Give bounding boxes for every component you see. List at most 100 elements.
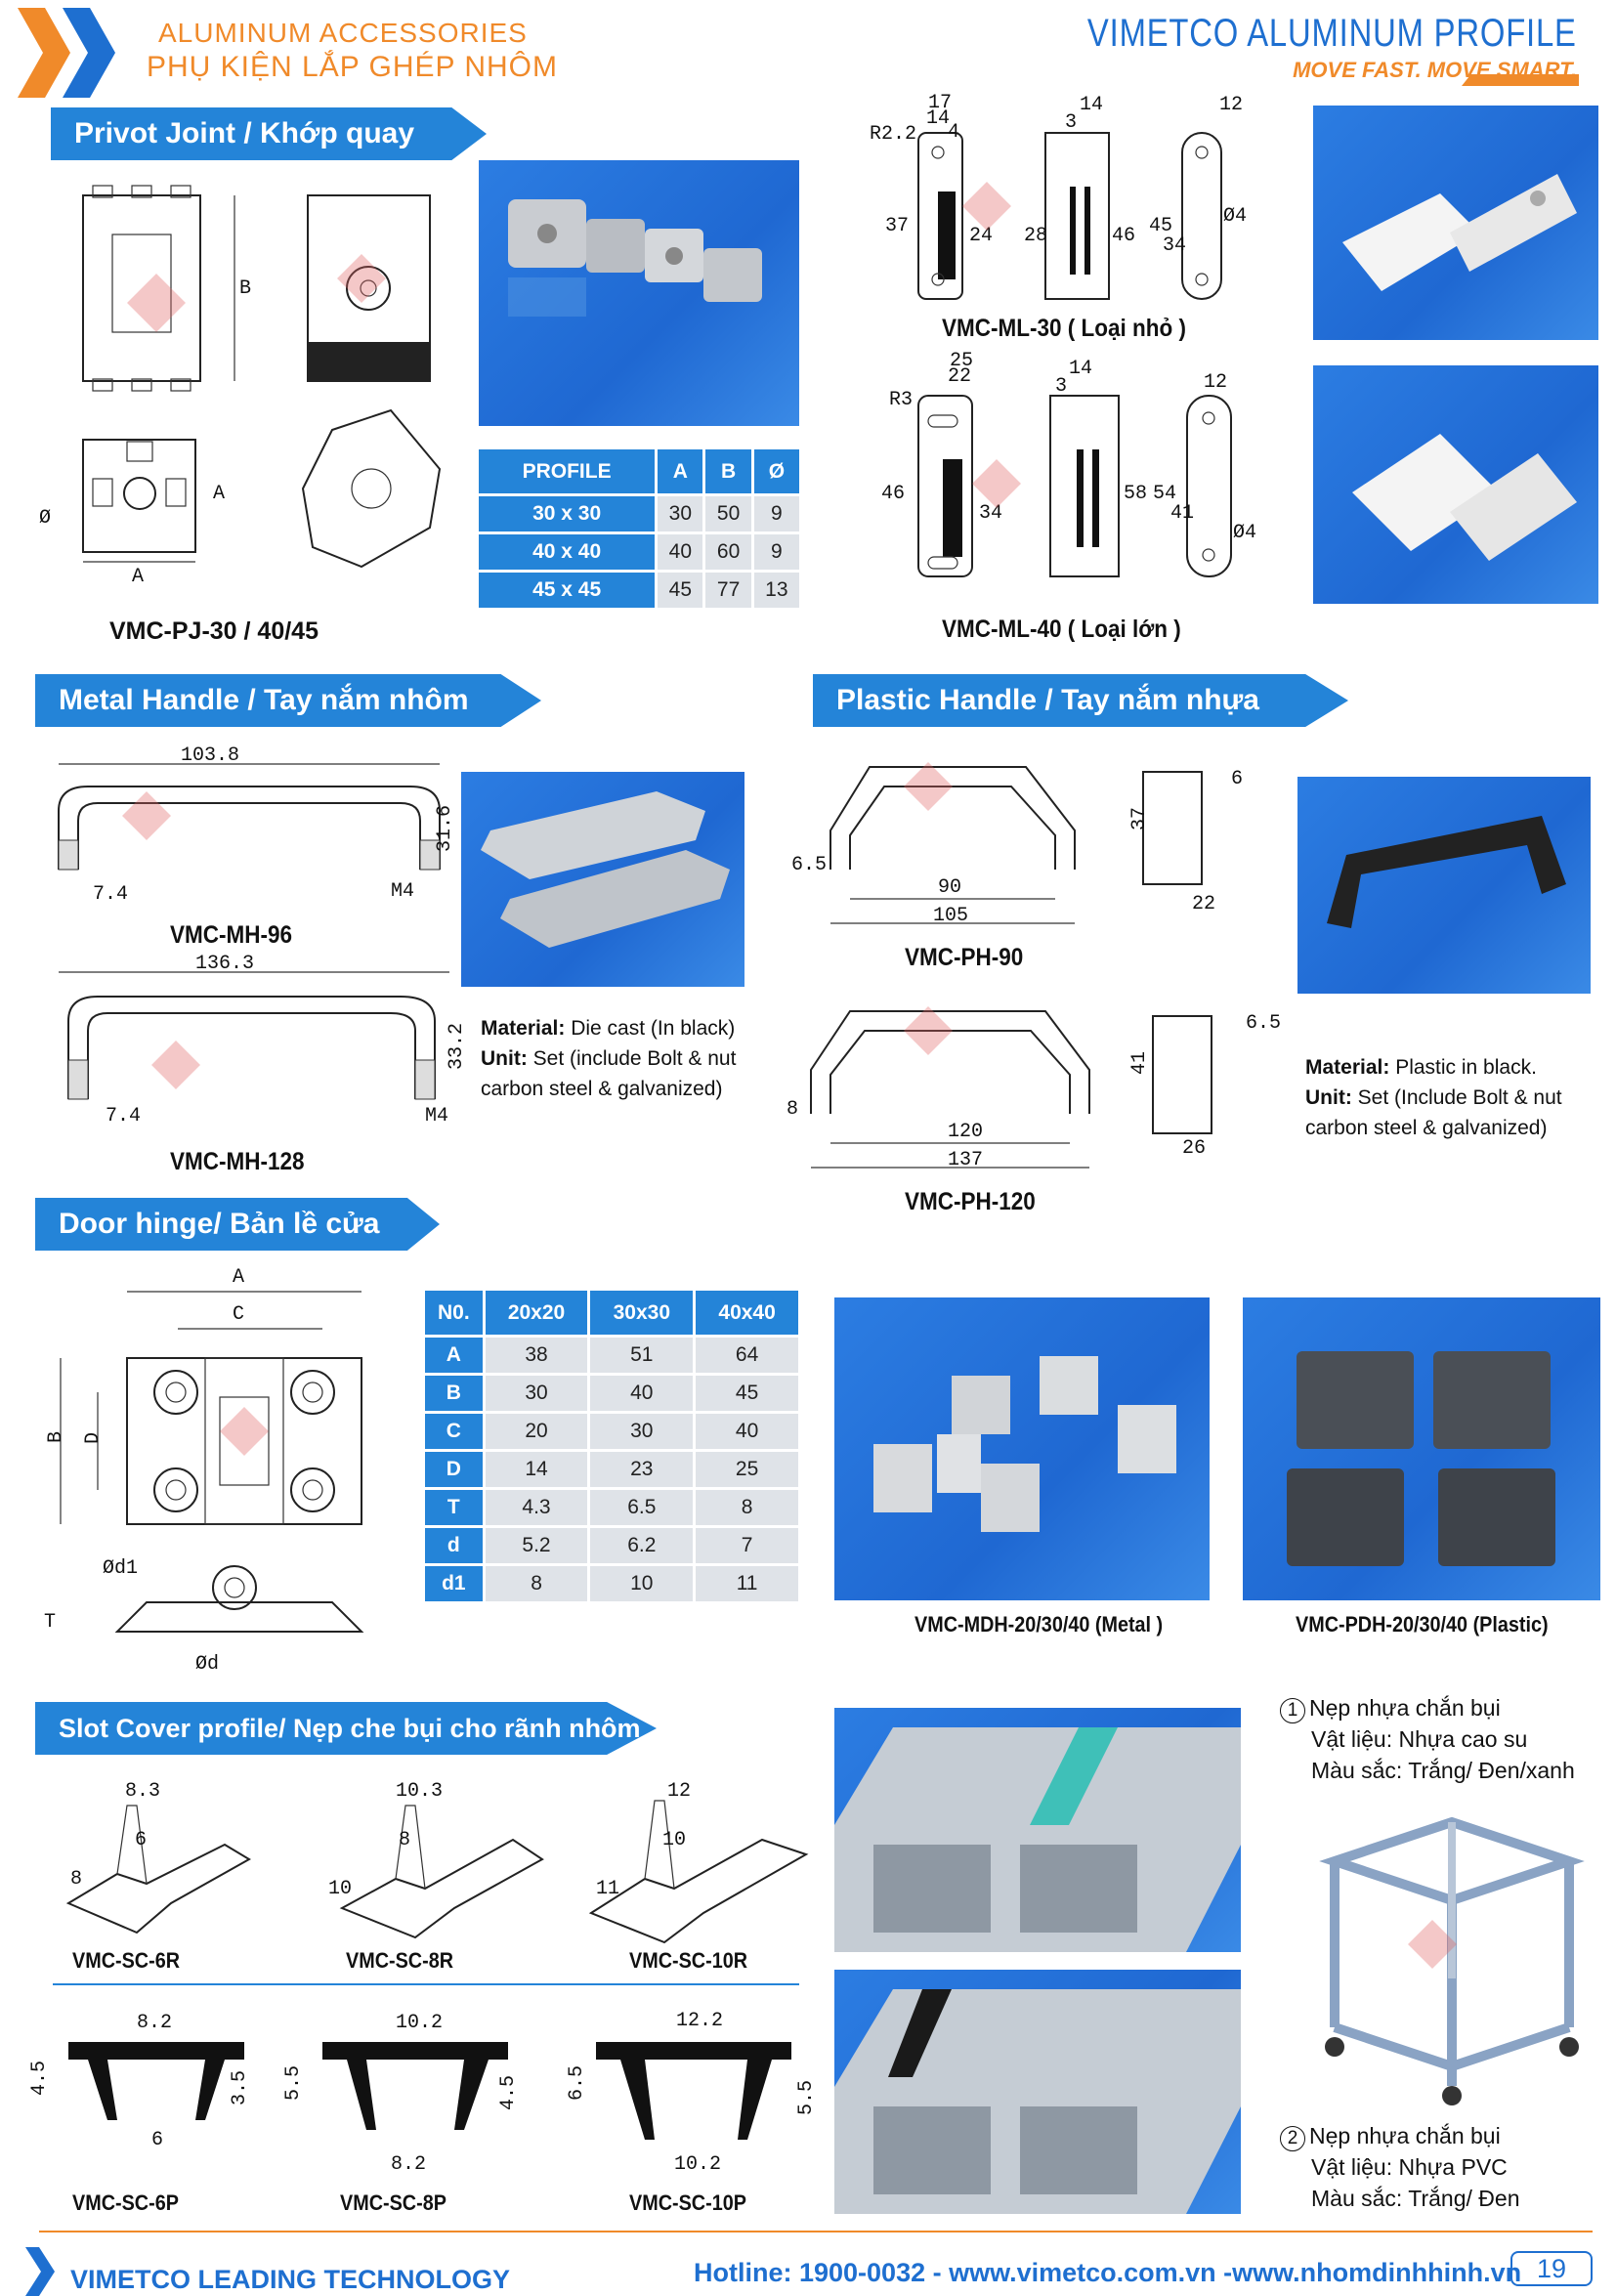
section-pivot-joint: Privot Joint / Khớp quay [51, 107, 487, 160]
plastic-handle-120-drawing: 8 120 137 41 6.5 26 [782, 997, 1290, 1182]
note2-number-icon: 2 [1280, 2126, 1305, 2151]
magnet-large-drawing: 25 22 R3 14 3 12 46 34 58 54 41 Ø4 [860, 350, 1270, 596]
magnet-small-dim: 34 [1163, 234, 1186, 257]
mh128-dim-m: M4 [425, 1105, 448, 1127]
header: ALUMINUM ACCESSORIES PHỤ KIỆN LẮP GHÉP N… [10, 8, 596, 98]
table-cell: 40 [590, 1376, 694, 1411]
sc8r-dim-b: 10 [328, 1878, 352, 1900]
magnet-large-dim: 22 [948, 365, 971, 388]
ph120-dim-c: 137 [948, 1149, 983, 1171]
section-metal-handle: Metal Handle / Tay nắm nhôm [35, 674, 541, 727]
hinge-plastic-caption: VMC-PDH-20/30/40 (Plastic) [1296, 1612, 1549, 1637]
hinge-metal-caption: VMC-MDH-20/30/40 (Metal ) [914, 1612, 1164, 1637]
table-cell: C [425, 1414, 483, 1449]
brand-name: VIMETCO ALUMINUM PROFILE [1087, 12, 1577, 55]
table-cell: 30 x 30 [479, 496, 656, 531]
note1-title: Nẹp nhựa chắn bụi [1309, 1695, 1501, 1721]
magnet-large-dim: 41 [1170, 502, 1194, 525]
mh-material-label: Material: [481, 1017, 566, 1040]
ph120-dim-b: 120 [948, 1121, 983, 1143]
note1-color: Màu sắc: Trắng/ Đen/xanh [1311, 1758, 1575, 1783]
table-cell: 14 [485, 1452, 588, 1487]
hinge-plastic-photo [1243, 1297, 1600, 1600]
sc6r-dim-w: 8.3 [125, 1780, 160, 1803]
table-cell: 4.3 [485, 1490, 588, 1525]
slot-cover-p-drawings: 8.2 4.5 6 3.5 10.2 5.5 8.2 4.5 12.2 6.5 … [20, 1993, 821, 2189]
table-cell: 40 [658, 534, 703, 570]
hinge-dim-b: B [45, 1431, 67, 1443]
sc6r-dim-a: 6 [135, 1829, 147, 1851]
table-cell: 45 [696, 1376, 798, 1411]
sc10p-dim-h: 6.5 [566, 2065, 588, 2101]
mh96-dim-h: 31.6 [434, 805, 456, 852]
mh96-dim-w: 103.8 [181, 744, 239, 767]
magnet-small-dim: 12 [1219, 94, 1243, 116]
sc6r-caption: VMC-SC-6R [72, 1948, 181, 1973]
sc-6r-shape: 8.3 6 8 [65, 1780, 251, 1935]
magnet-small-dim: 14 [926, 107, 950, 130]
note2-title: Nẹp nhựa chắn bụi [1309, 2123, 1501, 2148]
table-cell: T [425, 1490, 483, 1525]
ph90-dim-c: 105 [933, 905, 968, 927]
ph90-caption: VMC-PH-90 [905, 944, 1024, 971]
hinge-table-header: 40x40 [696, 1291, 798, 1335]
sc6p-dim-s: 3.5 [229, 2070, 251, 2105]
sc-6p-shape: 8.2 4.5 6 3.5 [28, 2012, 251, 2151]
metal-handle-photo [461, 772, 744, 987]
pivot-table-header: Ø [753, 449, 799, 493]
hinge-dim-d: D [82, 1432, 105, 1444]
mh128-dim-w: 136.3 [195, 953, 254, 975]
mh96-dim-e: 7.4 [93, 883, 128, 906]
ph90-dim-b: 90 [938, 876, 961, 899]
sc-10p-shape: 12.2 6.5 10.2 5.5 [566, 2010, 818, 2176]
magnet-small-dim: Ø4 [1223, 205, 1247, 228]
table-cell: 40 x 40 [479, 534, 656, 570]
magnet-large-dim: 46 [881, 483, 905, 505]
sc10p-dim-s: 5.5 [795, 2080, 818, 2115]
metal-handle-96-drawing: 103.8 7.4 M4 31.6 [49, 743, 456, 906]
ph90-dim-f: 22 [1192, 893, 1215, 915]
ph-material-label: Material: [1305, 1056, 1390, 1079]
table-cell: 25 [696, 1452, 798, 1487]
magnet-small-caption: VMC-ML-30 ( Loại nhỏ ) [942, 315, 1186, 342]
door-hinge-drawing: A C B D Ød1 T Ød [39, 1260, 391, 1680]
metal-handle-128-drawing: 136.3 7.4 M4 33.2 [49, 953, 468, 1128]
pivot-joint-drawing: B A A Ø [39, 176, 469, 588]
magnet-small-dim: 3 [1065, 111, 1077, 134]
sc8p-dim-w: 10.2 [396, 2012, 443, 2034]
sc8p-caption: VMC-SC-8P [340, 2190, 447, 2215]
table-cell: 13 [753, 573, 799, 608]
hinge-dim-t: T [44, 1611, 56, 1634]
hinge-table-header: 30x30 [590, 1291, 694, 1335]
sc-10r-shape: 12 10 11 [588, 1780, 809, 1944]
section-door-hinge: Door hinge/ Bản lề cửa [35, 1198, 440, 1251]
magnet-small-dim: 4 [948, 121, 959, 144]
table-cell: 7 [696, 1528, 798, 1563]
sc6p-dim-h: 4.5 [28, 2061, 51, 2096]
header-title-vn: PHỤ KIỆN LẮP GHÉP NHÔM [147, 51, 558, 83]
table-cell: A [425, 1338, 483, 1373]
sc10p-dim-w: 12.2 [676, 2010, 723, 2032]
table-cell: 6.5 [590, 1490, 694, 1525]
magnet-large-dim: 34 [979, 502, 1002, 525]
ph-unit-label: Unit: [1305, 1086, 1352, 1109]
table-cell: 23 [590, 1452, 694, 1487]
page-number: 19 [1510, 2251, 1593, 2286]
pivot-dim-b: B [239, 277, 251, 300]
pivot-dim-phi: Ø [39, 507, 51, 530]
magnet-small-dim: 45 [1149, 215, 1172, 237]
slot-cover-divider [53, 1983, 799, 1985]
mh-unit-label: Unit: [481, 1047, 528, 1070]
magnet-large-photo [1313, 365, 1598, 604]
table-cell: 60 [705, 534, 751, 570]
plastic-handle-photo [1297, 777, 1591, 994]
mh-unit: Set (include Bolt & nut [527, 1047, 737, 1070]
magnet-small-dim: 37 [885, 215, 909, 237]
plastic-handle-90-drawing: 6.5 90 105 37 6 22 [782, 752, 1290, 938]
table-cell: d [425, 1528, 483, 1563]
